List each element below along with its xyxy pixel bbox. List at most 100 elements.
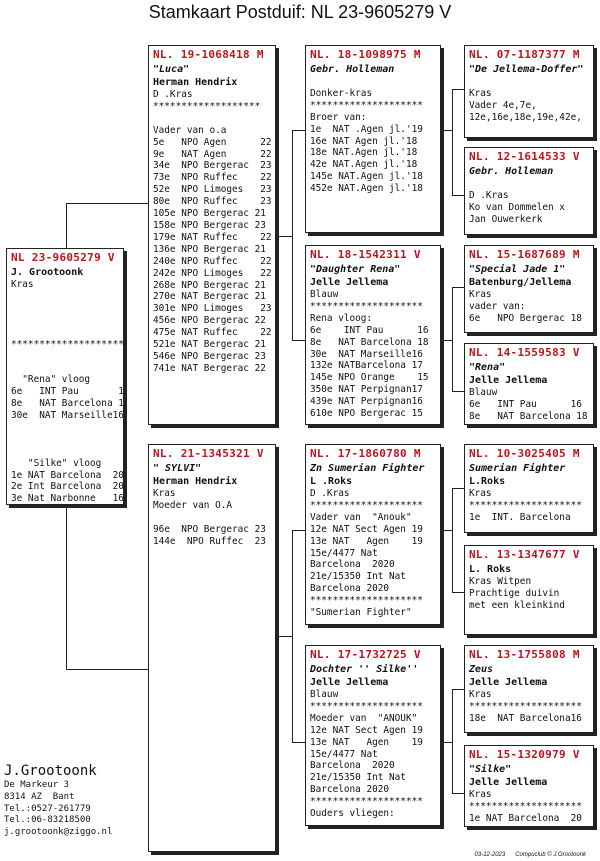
owner-name: Jelle Jellema — [310, 677, 389, 688]
detail-line: ******************** — [310, 99, 423, 111]
detail-line — [11, 327, 119, 339]
detail-line: 12e NAT Sect Agen 19 — [310, 523, 423, 535]
detail-line: Barcelona 2020 — [310, 583, 390, 595]
detail-line: 73e NPO Ruffec 22 — [153, 172, 272, 184]
detail-line: "Silke" vloog — [11, 457, 102, 469]
ring-number: NL. 12-1614533 V — [469, 150, 580, 163]
pigeon-details: Blauw********************Rena vloog:6e I… — [310, 289, 436, 420]
connector-line — [452, 89, 464, 90]
detail-line: Vader van o.a — [153, 124, 227, 136]
ring-number: NL. 15-1320979 V — [469, 748, 580, 761]
detail-line: ******************** — [469, 499, 582, 511]
detail-line: Barcelona 2020 — [310, 784, 390, 796]
connector-line — [292, 530, 307, 531]
detail-line: 42e NAT.Agen jl.'18 — [310, 159, 418, 171]
detail-line: ******************** — [310, 796, 423, 808]
detail-line: D .Kras — [153, 89, 193, 100]
connector-line — [441, 742, 452, 743]
connector-line — [452, 689, 464, 690]
breeder-name: J.Grootoonk — [4, 763, 97, 779]
detail-line: 546e NPO Bergerac 23 — [153, 350, 266, 362]
connector-line — [66, 203, 150, 204]
ring-number: NL 23-9605279 V — [11, 251, 115, 264]
detail-line: 6e INT Pau 16 — [469, 398, 582, 410]
detail-line: Kras — [469, 87, 492, 99]
address-line: De Markeur 3 — [4, 780, 70, 790]
connector-line — [452, 287, 453, 391]
detail-line: Kras — [469, 289, 492, 300]
connector-line — [452, 793, 464, 794]
connector-line — [441, 130, 452, 131]
breeder-address-block: J.Grootoonk De Markeur 3 8314 AZ Bant Te… — [4, 762, 112, 839]
connector-line — [452, 287, 464, 288]
detail-line — [11, 291, 119, 303]
detail-line: 1e INT. Barcelona — [469, 511, 571, 523]
detail-line: 144e NPO Ruffec 23 — [153, 535, 266, 547]
detail-line: 158e NPO Bergerac 23 — [153, 219, 266, 231]
detail-line: 521e NAT Bergerac 21 — [153, 339, 266, 351]
detail-line: 34e NPO Bergerac 23 — [153, 160, 272, 172]
owner-name: L.Roks — [469, 476, 506, 487]
detail-line — [11, 362, 119, 374]
detail-line: 136e NPO Bergerac 21 — [153, 243, 266, 255]
ring-number: NL. 15-1687689 M — [469, 248, 580, 261]
detail-line: Barcelona 2020 — [310, 559, 395, 571]
connector-line — [452, 488, 464, 489]
detail-line: 6e INT Pau 16 — [310, 324, 429, 336]
detail-line — [11, 422, 119, 434]
owner-name: Jelle Jellema — [469, 677, 548, 688]
detail-line: 15e/4477 Nat — [310, 748, 378, 760]
breeder-address-lines: De Markeur 3 8314 AZ Bant Tel.:0527-2617… — [4, 780, 112, 839]
ring-number: NL. 18-1542311 V — [310, 248, 421, 261]
detail-line: Donker-kras — [310, 87, 373, 99]
detail-line: 1e NAT Barcelona 20 — [469, 812, 582, 824]
pigeon-name: "Luca" — [153, 64, 190, 75]
detail-line: vader van: — [469, 300, 526, 312]
ring-number: NL. 18-1098975 M — [310, 48, 421, 61]
owner-name: Herman Hendrix — [153, 476, 238, 487]
detail-line: 741e NAT Bergerac 22 — [153, 362, 266, 374]
detail-line: ******************** — [469, 700, 582, 712]
detail-line: 80e NPO Ruffec 23 — [153, 196, 272, 208]
connector-line — [441, 530, 452, 531]
detail-line: 6e NPO Bergerac 18 — [469, 312, 582, 324]
detail-line — [11, 303, 119, 315]
detail-line — [11, 350, 119, 362]
pigeon-name: Gebr. Holleman — [310, 64, 395, 75]
connector-line — [441, 340, 452, 341]
detail-line: 8e NAT Barcelona 18 — [11, 398, 124, 410]
detail-line — [153, 113, 271, 125]
detail-line — [469, 178, 589, 190]
pigeon-name: "Daughter Rena" — [310, 264, 401, 275]
detail-line: Moeder van "ANOUK" — [310, 712, 418, 724]
detail-line: 52e NPO Limoges 23 — [153, 184, 272, 196]
pigeon-name: Gebr. Holleman — [469, 166, 554, 177]
detail-line: 456e NPO Bergerac 22 — [153, 315, 266, 327]
connector-line — [276, 236, 292, 237]
detail-line: 179e NAT Ruffec 22 — [153, 231, 272, 243]
detail-line: D .Kras — [310, 488, 350, 499]
detail-line: "Sumerian Fighter" — [310, 607, 412, 619]
detail-line: 6e INT Pau 16 — [11, 386, 124, 398]
detail-line: 12e,16e,18e,19e,42e, — [469, 111, 582, 123]
connector-line — [276, 636, 292, 637]
page-title: Stamkaart Postduif: NL 23-9605279 V — [148, 2, 452, 22]
owner-name: Batenburg/Jellema — [469, 277, 572, 288]
connector-line — [452, 488, 453, 592]
email-link[interactable]: j.grootoonk@ziggo.nl — [4, 827, 113, 838]
pigeon-name: "Silke" — [469, 764, 512, 775]
owner-name: L. Roks — [469, 564, 512, 575]
detail-line: ******************** — [310, 595, 423, 607]
detail-line: Kras — [469, 488, 492, 499]
connector-line — [452, 592, 464, 593]
detail-line: 9e NAT Agen 22 — [153, 148, 272, 160]
pigeon-name: "Rena" — [469, 362, 506, 373]
detail-line: Blauw — [469, 387, 498, 398]
detail-line: 21e/15350 Int Nat — [310, 571, 406, 583]
